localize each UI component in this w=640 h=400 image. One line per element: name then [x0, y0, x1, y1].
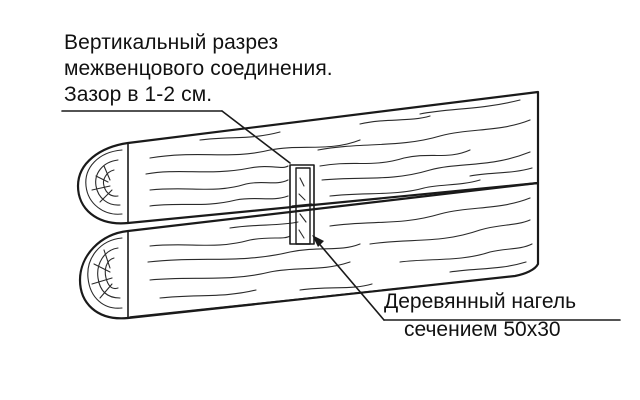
caption-line-1: Вертикальный разрез	[64, 31, 279, 54]
dowel-label-line-1: Деревянный нагель	[384, 290, 577, 313]
section-caption: Вертикальный разрез межвенцового соедине…	[64, 30, 333, 108]
upper-log	[76, 90, 540, 225]
dowel-label-line-2: сечением 50х30	[404, 318, 561, 341]
dowel-leader	[312, 235, 621, 321]
caption-leader	[61, 110, 291, 164]
arrowhead-icon	[312, 235, 324, 247]
upper-log-end-rings	[85, 149, 123, 215]
caption-line-3: Зазор в 1-2 см.	[64, 83, 213, 106]
lower-log	[78, 181, 540, 320]
lower-log-end-rings	[87, 237, 123, 309]
lower-log-grain	[147, 197, 533, 299]
wooden-dowel	[289, 164, 315, 245]
dowel-label: Деревянный нагель сечением 50х30	[384, 288, 576, 344]
caption-line-2: межвенцового соединения.	[64, 57, 333, 80]
lower-log-outline	[78, 181, 540, 320]
upper-log-grain	[145, 99, 533, 207]
upper-log-outline	[76, 90, 540, 225]
